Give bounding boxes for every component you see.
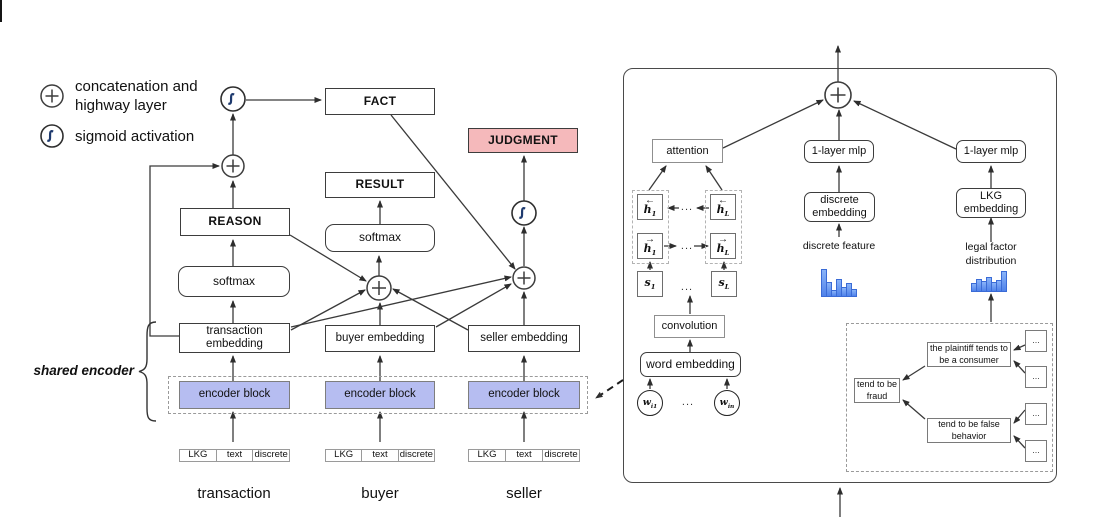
input-cell-discrete: discrete <box>252 449 291 462</box>
convolution-box: convolution <box>654 315 725 338</box>
lstm-hidden-backward-first: ← h1 <box>637 194 663 220</box>
backward-arrow-icon: ← <box>645 194 655 206</box>
connector-arrows <box>149 45 1026 517</box>
operator-nodes <box>40 81 852 301</box>
result-box: RESULT <box>325 172 435 198</box>
kg-node-ellipsis: ... <box>1025 366 1047 388</box>
shared-encoder-brace <box>138 321 157 422</box>
forward-arrow-icon: → <box>645 233 655 245</box>
legal-knowledge-graph-container <box>846 323 1053 472</box>
softmax-box-buyer: softmax <box>325 224 435 252</box>
reason-box: REASON <box>180 208 290 236</box>
legend-concat-highway-label: concatenation and highway layer <box>75 78 198 114</box>
column-label-transaction: transaction <box>197 485 271 502</box>
word-node-last: win <box>714 390 740 416</box>
legend-sigmoid-label: sigmoid activation <box>75 128 195 145</box>
input-cell-lkg: LKG <box>468 449 506 462</box>
concat-highway-icon <box>40 84 64 108</box>
kg-node-ellipsis: ... <box>1025 440 1047 462</box>
kg-node-consumer: the plaintiff tends to be a consumer <box>927 342 1011 367</box>
word-embedding-box: word embedding <box>640 352 741 377</box>
legal-factor-histogram <box>971 269 1007 292</box>
figure-edge-mark-bottom <box>0 0 2 19</box>
attention-box: attention <box>652 139 723 163</box>
input-row-transaction: LKG text discrete <box>179 442 291 469</box>
concat-node-encoder <box>824 81 852 109</box>
kg-node-ellipsis: ... <box>1025 403 1047 425</box>
kg-node-fraud: tend to be fraud <box>854 378 900 403</box>
input-row-seller: LKG text discrete <box>468 442 580 469</box>
forward-arrow-icon: → <box>718 233 728 245</box>
column-label-buyer: buyer <box>361 485 399 502</box>
column-label-seller: seller <box>506 485 542 502</box>
sigmoid-node-seller <box>511 200 537 226</box>
fact-box: FACT <box>325 88 435 115</box>
kg-node-ellipsis: ... <box>1025 330 1047 352</box>
input-cell-discrete: discrete <box>542 449 580 462</box>
input-cell-text: text <box>505 449 543 462</box>
encoder-block-seller: encoder block <box>468 381 580 409</box>
mlp-box-discrete: 1-layer mlp <box>804 140 874 163</box>
ellipsis: ... <box>680 200 694 213</box>
encoder-block-transaction: encoder block <box>179 381 290 409</box>
input-cell-text: text <box>361 449 399 462</box>
input-row-buyer: LKG text discrete <box>325 442 435 469</box>
judgment-box: JUDGMENT <box>468 128 578 153</box>
concat-node-buyer <box>366 275 392 301</box>
legal-factor-caption: legal factor distribution <box>965 241 1017 267</box>
concat-node-transaction <box>221 154 245 178</box>
lkg-embedding-box: LKG embedding <box>956 188 1026 218</box>
ellipsis: ... <box>681 395 695 408</box>
seller-embedding-box: seller embedding <box>468 325 580 352</box>
discrete-feature-caption: discrete feature <box>802 240 876 252</box>
input-cell-lkg: LKG <box>325 449 363 462</box>
softmax-box-transaction: softmax <box>178 266 290 297</box>
encoder-block-buyer: encoder block <box>325 381 435 409</box>
kg-node-false-behavior: tend to be false behavior <box>927 418 1011 443</box>
input-cell-lkg: LKG <box>179 449 217 462</box>
transaction-embedding-box: transaction embedding <box>179 323 290 353</box>
mlp-box-lkg: 1-layer mlp <box>956 140 1026 163</box>
zoom-in-dashed-arrow <box>595 379 624 399</box>
word-node-first: wi1 <box>637 390 663 416</box>
lstm-hidden-forward-last: → hL <box>710 233 736 259</box>
discrete-embedding-box: discrete embedding <box>804 192 875 222</box>
backward-arrow-icon: ← <box>718 194 728 206</box>
input-cell-discrete: discrete <box>397 449 435 462</box>
lstm-hidden-forward-first: → h1 <box>637 233 663 259</box>
sentence-vector-last: sL <box>711 271 737 297</box>
lstm-hidden-backward-last: ← hL <box>710 194 736 220</box>
sigmoid-icon <box>40 124 64 148</box>
input-cell-text: text <box>215 449 254 462</box>
sigmoid-node-transaction <box>220 86 246 112</box>
buyer-embedding-box: buyer embedding <box>325 325 435 352</box>
shared-encoder-label: shared encoder <box>33 363 134 378</box>
ellipsis: ... <box>680 280 694 293</box>
concat-node-seller <box>512 266 536 290</box>
encoder-block-detail-panel <box>623 68 1057 483</box>
ellipsis: ... <box>680 239 694 252</box>
discrete-feature-histogram <box>821 268 857 297</box>
sentence-vector-first: s1 <box>637 271 663 297</box>
